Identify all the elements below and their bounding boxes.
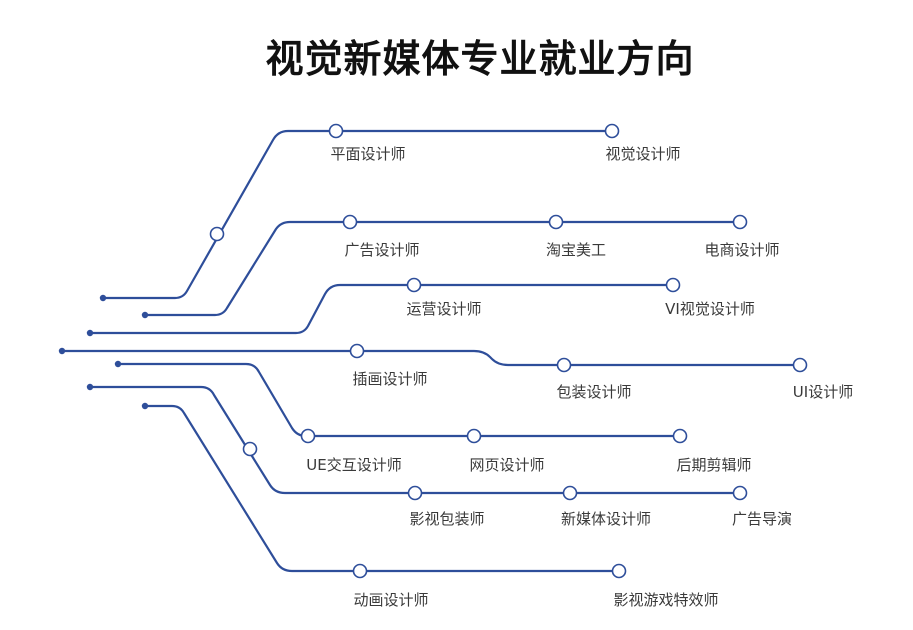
station-node bbox=[466, 428, 482, 444]
station-node bbox=[562, 485, 578, 501]
station-label: 运营设计师 bbox=[406, 300, 481, 318]
route-start-dot-2 bbox=[141, 311, 149, 319]
station-label: 影视包装师 bbox=[409, 510, 484, 528]
station-label: 插画设计师 bbox=[352, 370, 427, 388]
station-node bbox=[548, 214, 564, 230]
route-line-4 bbox=[60, 349, 802, 367]
route-start-dot-3 bbox=[86, 329, 94, 337]
station-label: 影视游戏特效师 bbox=[613, 591, 718, 609]
page-title: 视觉新媒体专业就业方向 bbox=[265, 37, 695, 81]
station-node bbox=[732, 214, 748, 230]
route-line-1 bbox=[101, 129, 614, 300]
station-label: 平面设计师 bbox=[330, 145, 405, 163]
station-label: VI视觉设计师 bbox=[665, 300, 755, 318]
station-label: 动画设计师 bbox=[353, 591, 428, 609]
route-start-dot-5 bbox=[114, 360, 122, 368]
station-node bbox=[732, 485, 748, 501]
station-label: 淘宝美工 bbox=[546, 241, 606, 259]
station-label: 电商设计师 bbox=[704, 241, 779, 259]
station-node bbox=[556, 357, 572, 373]
station-label: UI设计师 bbox=[793, 383, 853, 401]
station-label: 后期剪辑师 bbox=[676, 456, 751, 474]
station-label: 新媒体设计师 bbox=[561, 510, 651, 528]
station-node bbox=[407, 485, 423, 501]
station-node bbox=[672, 428, 688, 444]
route-line-2 bbox=[143, 220, 742, 317]
route-start-dot-7 bbox=[141, 402, 149, 410]
station-node bbox=[349, 343, 365, 359]
station-node bbox=[342, 214, 358, 230]
route-line-3 bbox=[88, 283, 675, 335]
station-label: 视觉设计师 bbox=[605, 145, 680, 163]
station-node bbox=[328, 123, 344, 139]
route-start-dot-4 bbox=[58, 347, 66, 355]
route-junction-node-1 bbox=[209, 226, 225, 242]
station-node bbox=[604, 123, 620, 139]
route-line-6 bbox=[88, 385, 742, 495]
route-line-7 bbox=[143, 404, 621, 573]
station-node bbox=[300, 428, 316, 444]
station-label: 包装设计师 bbox=[556, 383, 631, 401]
route-start-dot-6 bbox=[86, 383, 94, 391]
station-node bbox=[352, 563, 368, 579]
station-label: 广告导演 bbox=[732, 510, 792, 528]
route-junction-node-6 bbox=[242, 441, 258, 457]
route-start-dot-1 bbox=[99, 294, 107, 302]
station-node bbox=[792, 357, 808, 373]
station-node bbox=[665, 277, 681, 293]
station-label: UE交互设计师 bbox=[306, 456, 401, 474]
station-label: 网页设计师 bbox=[469, 456, 544, 474]
station-node bbox=[406, 277, 422, 293]
station-label: 广告设计师 bbox=[344, 241, 419, 259]
station-node bbox=[611, 563, 627, 579]
